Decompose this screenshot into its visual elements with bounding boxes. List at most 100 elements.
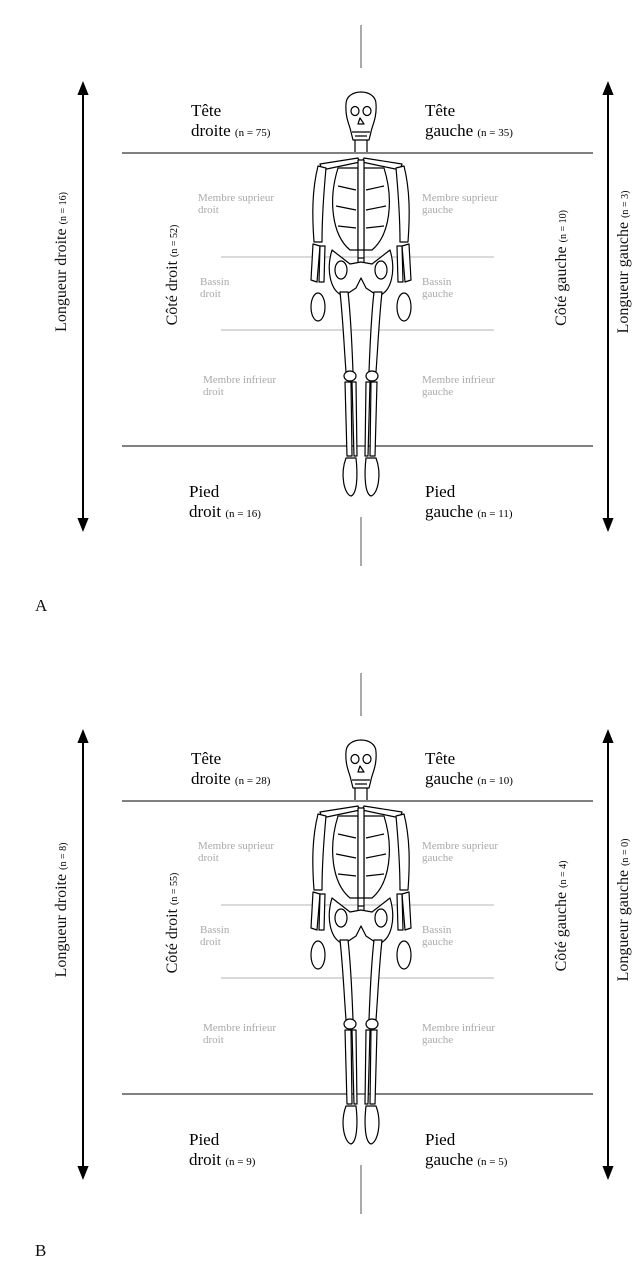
upper-limb-right-line1: Membre suprieur <box>198 193 274 205</box>
length-left-text: Longueur gauche <box>615 870 632 982</box>
side-left-text: Côté gauche <box>553 892 570 972</box>
head-left-side-line: gauche (n = 35) <box>425 121 513 141</box>
foot-right-label: Pied droit (n = 9) <box>189 1130 255 1169</box>
length-right-count: (n = 16) <box>58 192 69 224</box>
pelvis-right-line1: Bassin <box>200 277 229 289</box>
length-left-label: Longueur gauche (n = 0) <box>615 839 633 982</box>
foot-left-label: Pied gauche (n = 5) <box>425 1130 507 1169</box>
foot-right-word: Pied <box>189 482 261 502</box>
foot-right-label: Pied droit (n = 16) <box>189 482 261 521</box>
pelvis-left-label: Bassin gauche <box>422 925 453 948</box>
pelvis-right-line1: Bassin <box>200 925 229 937</box>
side-left-text: Côté gauche <box>553 246 570 326</box>
lower-limb-right-line2: droit <box>203 1035 276 1047</box>
side-left-count: (n = 10) <box>558 210 569 242</box>
lower-limb-right-label: Membre infrieur droit <box>203 1023 276 1046</box>
foot-right-count: (n = 16) <box>225 508 261 520</box>
lower-limb-left-label: Membre infrieur gauche <box>422 375 495 398</box>
head-left-side: gauche <box>425 121 473 140</box>
diagram-panel-a: Tête droite (n = 75) Tête gauche (n = 35… <box>0 0 634 600</box>
upper-limb-right-line2: droit <box>198 205 274 217</box>
head-left-side-line: gauche (n = 10) <box>425 769 513 789</box>
upper-limb-right-line1: Membre suprieur <box>198 841 274 853</box>
lower-limb-left-line2: gauche <box>422 1035 495 1047</box>
pelvis-right-label: Bassin droit <box>200 925 229 948</box>
length-left-count: (n = 0) <box>620 839 631 866</box>
head-right-side: droite <box>191 121 231 140</box>
foot-left-label: Pied gauche (n = 11) <box>425 482 513 521</box>
foot-right-side-line: droit (n = 9) <box>189 1150 255 1170</box>
lower-limb-left-line2: gauche <box>422 387 495 399</box>
pelvis-left-line1: Bassin <box>422 277 453 289</box>
foot-left-side-line: gauche (n = 5) <box>425 1150 507 1170</box>
length-left-count: (n = 3) <box>620 191 631 218</box>
foot-left-word: Pied <box>425 1130 507 1150</box>
lower-limb-right-label: Membre infrieur droit <box>203 375 276 398</box>
head-left-word: Tête <box>425 749 513 769</box>
upper-limb-left-line1: Membre suprieur <box>422 193 498 205</box>
foot-right-count: (n = 9) <box>225 1156 255 1168</box>
side-right-count: (n = 52) <box>169 225 180 257</box>
head-left-side: gauche <box>425 769 473 788</box>
pelvis-left-label: Bassin gauche <box>422 277 453 300</box>
upper-limb-right-line2: droit <box>198 853 274 865</box>
head-right-word: Tête <box>191 749 270 769</box>
foot-right-side: droit <box>189 502 221 521</box>
head-left-label: Tête gauche (n = 10) <box>425 749 513 788</box>
upper-limb-left-line1: Membre suprieur <box>422 841 498 853</box>
head-right-label: Tête droite (n = 75) <box>191 101 270 140</box>
upper-limb-left-label: Membre suprieur gauche <box>422 193 498 216</box>
pelvis-left-line1: Bassin <box>422 925 453 937</box>
length-right-text: Longueur droite <box>53 874 70 978</box>
head-right-side-line: droite (n = 75) <box>191 121 270 141</box>
foot-right-side-line: droit (n = 16) <box>189 502 261 522</box>
panel-letter: B <box>35 1241 46 1261</box>
pelvis-right-label: Bassin droit <box>200 277 229 300</box>
pelvis-right-line2: droit <box>200 289 229 301</box>
foot-left-side-line: gauche (n = 11) <box>425 502 513 522</box>
side-left-label: Côté gauche (n = 10) <box>553 210 571 326</box>
panel-figure <box>0 648 634 1248</box>
length-right-count: (n = 8) <box>58 843 69 870</box>
upper-limb-left-line2: gauche <box>422 205 498 217</box>
pelvis-right-line2: droit <box>200 937 229 949</box>
head-right-count: (n = 28) <box>235 775 271 787</box>
foot-left-word: Pied <box>425 482 513 502</box>
foot-left-count: (n = 5) <box>477 1156 507 1168</box>
length-left-text: Longueur gauche <box>615 222 632 334</box>
foot-left-side: gauche <box>425 1150 473 1169</box>
head-right-side-line: droite (n = 28) <box>191 769 270 789</box>
side-right-count: (n = 55) <box>169 873 180 905</box>
head-left-word: Tête <box>425 101 513 121</box>
lower-limb-right-line2: droit <box>203 387 276 399</box>
lower-limb-left-line1: Membre infrieur <box>422 1023 495 1035</box>
side-right-text: Côté droit <box>164 909 181 973</box>
side-right-label: Côté droit (n = 55) <box>164 873 182 974</box>
head-right-label: Tête droite (n = 28) <box>191 749 270 788</box>
upper-limb-right-label: Membre suprieur droit <box>198 193 274 216</box>
foot-left-side: gauche <box>425 502 473 521</box>
upper-limb-left-label: Membre suprieur gauche <box>422 841 498 864</box>
panel-figure <box>0 0 634 600</box>
head-left-count: (n = 35) <box>477 127 513 139</box>
panel-letter: A <box>35 596 47 616</box>
diagram-panel-b: Tête droite (n = 28) Tête gauche (n = 10… <box>0 648 634 1248</box>
foot-right-word: Pied <box>189 1130 255 1150</box>
lower-limb-right-line1: Membre infrieur <box>203 375 276 387</box>
upper-limb-left-line2: gauche <box>422 853 498 865</box>
length-right-label: Longueur droite (n = 16) <box>53 192 71 332</box>
head-left-label: Tête gauche (n = 35) <box>425 101 513 140</box>
upper-limb-right-label: Membre suprieur droit <box>198 841 274 864</box>
lower-limb-left-line1: Membre infrieur <box>422 375 495 387</box>
pelvis-left-line2: gauche <box>422 289 453 301</box>
head-right-side: droite <box>191 769 231 788</box>
length-left-label: Longueur gauche (n = 3) <box>615 191 633 334</box>
foot-right-side: droit <box>189 1150 221 1169</box>
lower-limb-right-line1: Membre infrieur <box>203 1023 276 1035</box>
side-right-label: Côté droit (n = 52) <box>164 225 182 326</box>
head-right-count: (n = 75) <box>235 127 271 139</box>
side-left-count: (n = 4) <box>558 861 569 888</box>
length-right-label: Longueur droite (n = 8) <box>53 843 71 978</box>
foot-left-count: (n = 11) <box>477 508 512 520</box>
side-right-text: Côté droit <box>164 261 181 325</box>
